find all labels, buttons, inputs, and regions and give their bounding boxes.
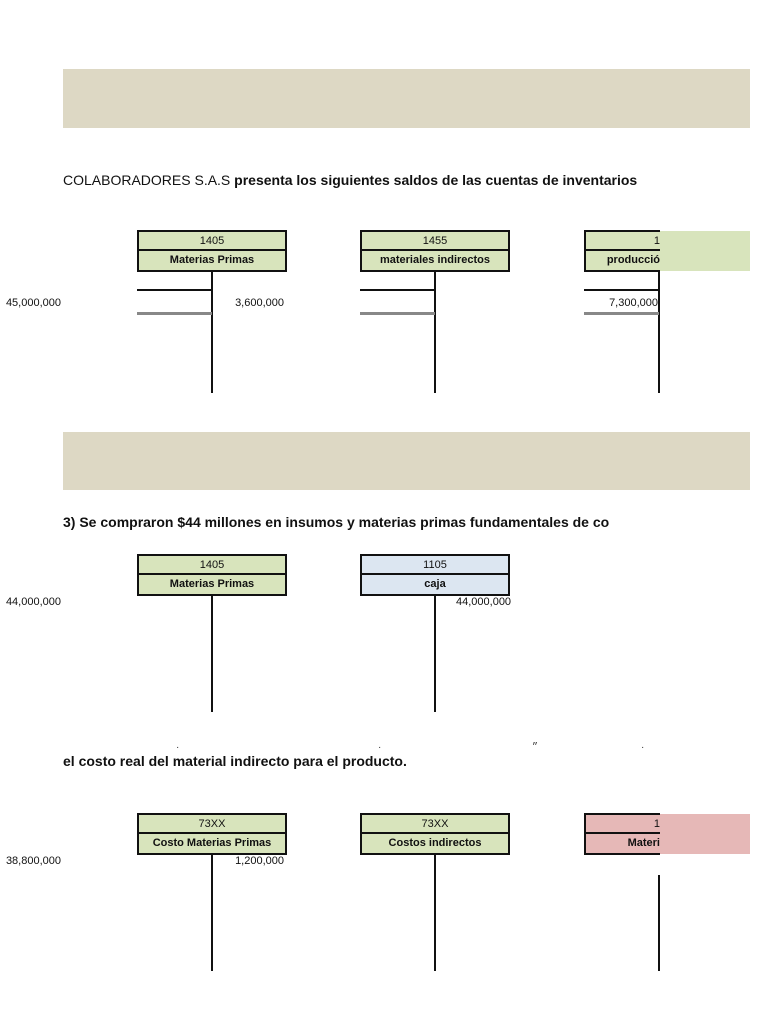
credit-entry: 44,000,000 <box>456 596 512 608</box>
account-name: Costos indirectos <box>388 837 482 849</box>
debit-entry: 38,800,000 <box>5 855 61 867</box>
debit-balance: 45,000,000 <box>5 297 61 309</box>
account-header: 1 Materi <box>584 813 660 855</box>
account-code: 1455 <box>362 232 508 251</box>
intro-text: presenta los siguientes saldos de las cu… <box>230 172 638 188</box>
account-code: 1405 <box>139 556 285 575</box>
account-name: caja <box>424 578 446 590</box>
clipped-text-mark: · <box>176 742 180 753</box>
t-stem <box>434 594 436 712</box>
account-name: Materi <box>627 837 660 849</box>
account-header: 1105 caja <box>360 554 510 596</box>
account-code: 73XX <box>362 815 508 834</box>
cell-fill-extension <box>658 814 750 854</box>
t-stem <box>434 270 436 393</box>
debit-entry: 1,200,000 <box>235 855 284 867</box>
section-banner-1 <box>63 69 750 128</box>
account-code: 73XX <box>139 815 285 834</box>
t-stem <box>211 594 213 712</box>
clipped-text-mark: ״ <box>532 742 539 753</box>
t-stem <box>434 853 436 971</box>
account-code: 1105 <box>362 556 508 575</box>
t-stem <box>658 270 660 393</box>
debit-entry: 44,000,000 <box>5 596 61 608</box>
account-code: 1405 <box>139 232 285 251</box>
clipped-text-mark: · <box>378 742 382 753</box>
account-code: 1 <box>586 232 660 251</box>
company-name: COLABORADORES S.A.S <box>63 172 231 188</box>
account-name: Costo Materias Primas <box>152 837 272 849</box>
account-header: 1405 Materias Primas <box>137 230 287 272</box>
account-name: Materias Primas <box>169 578 255 590</box>
account-header: 1405 Materias Primas <box>137 554 287 596</box>
t-stem <box>211 270 213 393</box>
clipped-text-mark: · <box>641 742 645 753</box>
account-header: 1 producció <box>584 230 660 272</box>
cell-fill-extension <box>658 231 750 271</box>
t-stem <box>211 853 213 971</box>
double-underline <box>584 312 659 315</box>
account-header: 1455 materiales indirectos <box>360 230 510 272</box>
account-name: Materias Primas <box>169 254 255 266</box>
opening-rule <box>137 289 212 291</box>
double-underline <box>360 312 435 315</box>
account-name: materiales indirectos <box>379 254 491 266</box>
account-name: producció <box>606 254 660 266</box>
section3-heading: 3) Se compraron $44 millones en insumos … <box>63 514 610 530</box>
double-underline <box>137 312 212 315</box>
t-stem <box>658 875 660 971</box>
section4-heading: el costo real del material indirecto par… <box>63 753 407 769</box>
section-banner-2 <box>63 432 750 490</box>
account-code: 1 <box>586 815 660 834</box>
debit-balance: 3,600,000 <box>235 297 284 309</box>
account-header: 73XX Costos indirectos <box>360 813 510 855</box>
opening-rule <box>584 289 659 291</box>
intro-paragraph: COLABORADORES S.A.S presenta los siguien… <box>63 172 637 188</box>
debit-balance: 7,300,000 <box>609 297 658 309</box>
opening-rule <box>360 289 435 291</box>
account-header: 73XX Costo Materias Primas <box>137 813 287 855</box>
